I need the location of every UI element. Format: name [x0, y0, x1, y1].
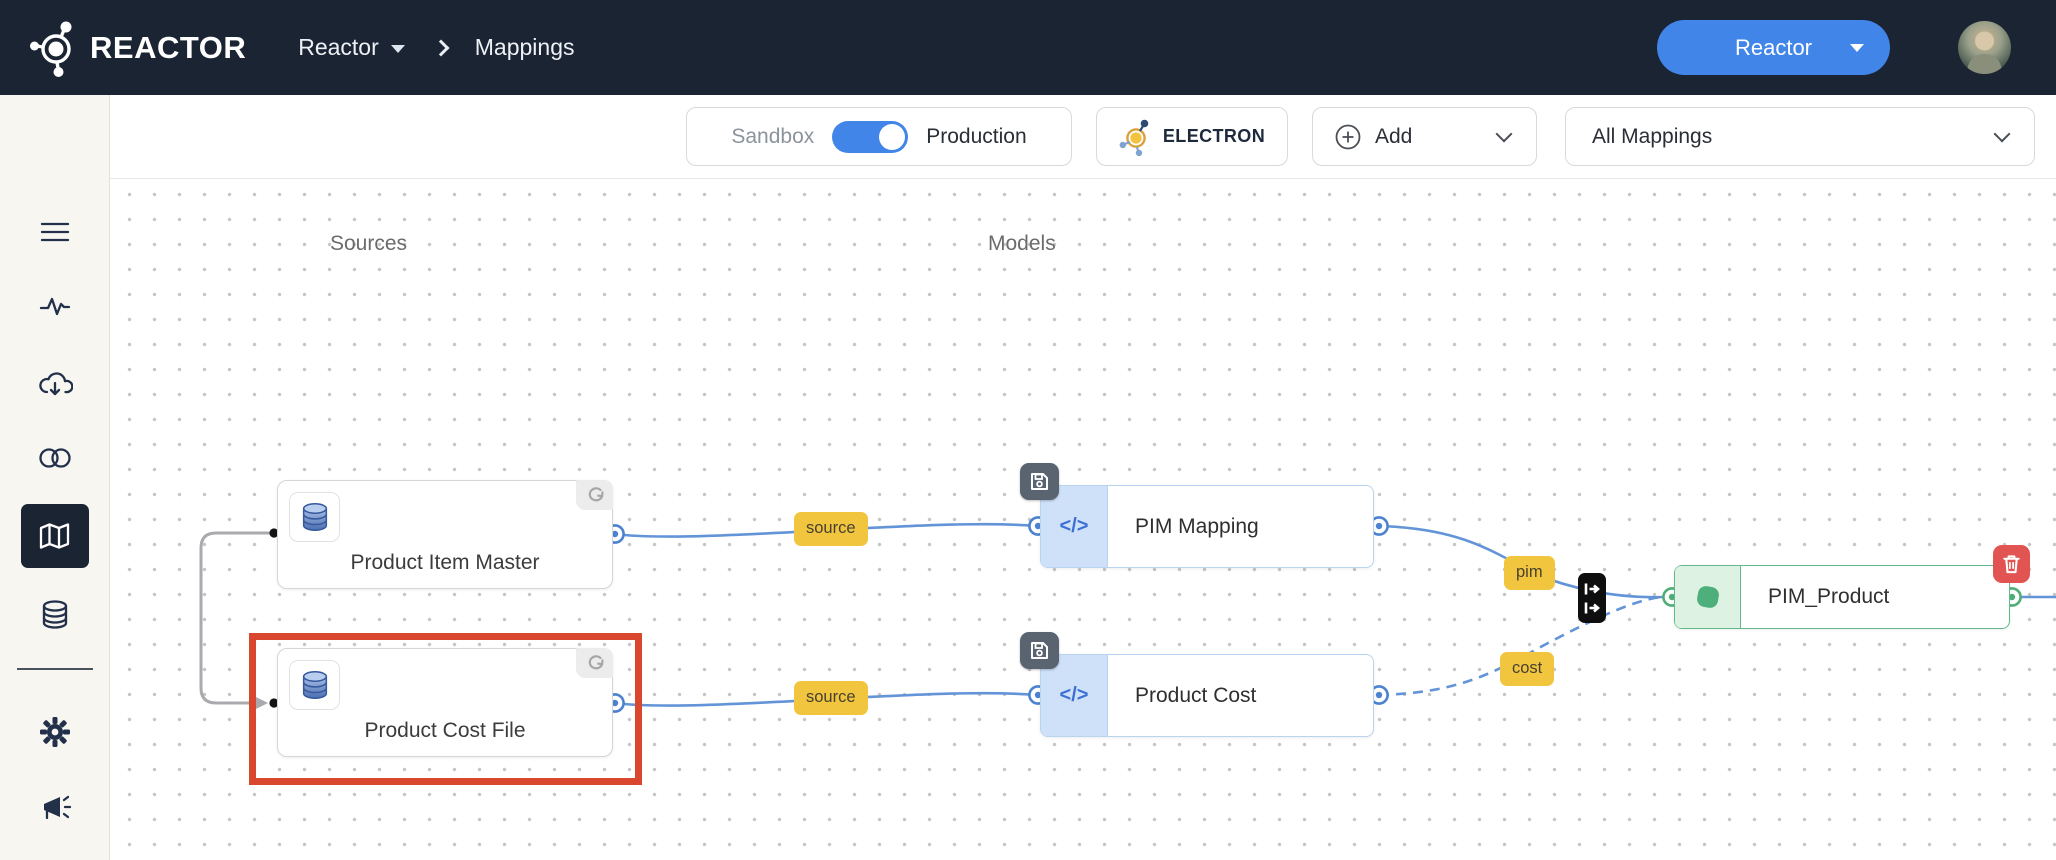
settings-gear-icon: [40, 717, 70, 747]
refresh-icon: [588, 655, 604, 670]
toggle-knob: [879, 123, 906, 150]
environment-caret-icon: [1850, 44, 1864, 52]
sidebar-item-announcements[interactable]: [0, 780, 110, 836]
model-icon-cell: [1675, 566, 1741, 628]
node-label: PIM Mapping: [1135, 514, 1259, 538]
database-source-icon: [302, 671, 327, 699]
electron-label: ELECTRON: [1162, 126, 1266, 146]
database-icon: [42, 600, 68, 629]
refresh-icon: [588, 487, 604, 502]
breadcrumb-caret-icon[interactable]: [390, 45, 405, 53]
highlight-annotation-box: [249, 633, 642, 785]
environment-button[interactable]: Reactor: [1657, 20, 1890, 75]
sidebar-divider: [17, 668, 93, 670]
breadcrumb-root[interactable]: Reactor: [298, 34, 379, 60]
cloud-download-icon: [39, 372, 73, 396]
links-icon: [39, 448, 71, 468]
electron-connector-button[interactable]: ELECTRON: [1096, 107, 1288, 166]
node-label: Product Cost: [1135, 683, 1257, 707]
reactor-logo-icon: [30, 21, 72, 77]
save-floppy-icon: [1031, 642, 1048, 659]
sidebar-item-settings[interactable]: [0, 704, 110, 760]
brand-logo[interactable]: REACTOR: [30, 19, 246, 77]
sidebar-item-cloud-download[interactable]: [0, 356, 110, 412]
save-mapping-button[interactable]: [1020, 632, 1059, 669]
edge-badge-cost: cost: [1500, 652, 1555, 686]
source-icon-box: [289, 660, 340, 710]
refresh-button[interactable]: [576, 480, 613, 510]
mappings-filter-value: All Mappings: [1592, 124, 1713, 148]
sidebar-item-database[interactable]: [0, 587, 110, 643]
node-label: Product Cost File: [364, 719, 526, 742]
input-arrow-icon: [1584, 583, 1600, 594]
input-arrow-icon: [1584, 602, 1600, 613]
add-button[interactable]: Add: [1312, 107, 1537, 166]
breadcrumb-current[interactable]: Mappings: [474, 34, 575, 60]
trash-icon: [2003, 555, 2020, 574]
node-pim-mapping[interactable]: </> PIM Mapping: [1040, 485, 1374, 568]
model-blob-icon: [1696, 586, 1719, 608]
sidebar-item-managed-services[interactable]: [0, 852, 110, 860]
add-button-label: Add: [1375, 124, 1413, 148]
activity-icon: [39, 297, 71, 316]
electron-logo-icon: [1119, 119, 1149, 156]
environment-toggle-group: Sandbox Production: [686, 107, 1072, 166]
sidebar-item-activity[interactable]: [0, 279, 110, 335]
filter-chevron-icon: [1993, 125, 2011, 143]
add-plus-icon: [1335, 124, 1361, 149]
sources-section-label: Sources: [330, 232, 408, 255]
sidebar-active-highlight: [21, 504, 89, 568]
models-section-label: Models: [988, 232, 1056, 255]
sidebar-item-links[interactable]: [0, 430, 110, 486]
edge-badge-pim: pim: [1504, 556, 1555, 590]
sidebar-item-menu[interactable]: [0, 204, 110, 260]
environment-toggle[interactable]: [832, 120, 909, 153]
sidebar: [0, 95, 110, 860]
map-icon: [39, 523, 70, 549]
menu-icon: [40, 222, 70, 242]
node-product-cost-file[interactable]: Product Cost File: [277, 648, 613, 757]
edge-badge-source: source: [794, 681, 868, 715]
edge-badge-source: source: [794, 512, 868, 546]
mappings-filter-dropdown[interactable]: All Mappings: [1565, 107, 2035, 166]
environment-button-label: Reactor: [1734, 34, 1813, 60]
save-floppy-icon: [1031, 473, 1048, 490]
brand-name: REACTOR: [90, 29, 247, 65]
save-mapping-button[interactable]: [1020, 463, 1059, 500]
sidebar-item-mappings[interactable]: [0, 508, 110, 564]
source-icon-box: [289, 492, 340, 542]
node-product-cost[interactable]: </> Product Cost: [1040, 654, 1374, 737]
breadcrumb: Reactor Mappings: [298, 34, 574, 61]
topbar-right: Reactor: [1657, 0, 2056, 95]
node-product-item-master[interactable]: Product Item Master: [277, 480, 613, 589]
delete-model-button[interactable]: [1993, 545, 2030, 583]
node-label: PIM_Product: [1768, 585, 1890, 608]
avatar-silhouette: [1967, 31, 2002, 74]
add-chevron-icon: [1495, 125, 1513, 143]
megaphone-icon: [44, 795, 72, 820]
production-label: Production: [926, 124, 1027, 148]
breadcrumb-chevron-icon: [432, 39, 450, 56]
node-pim-product[interactable]: PIM_Product: [1674, 565, 2010, 629]
user-avatar[interactable]: [1958, 21, 2011, 74]
database-source-icon: [302, 503, 327, 531]
node-label: Product Item Master: [350, 551, 540, 574]
sandbox-label: Sandbox: [731, 124, 815, 148]
topbar: REACTOR Reactor Mappings Reactor: [0, 0, 2056, 95]
merge-inputs-chip[interactable]: [1578, 573, 1606, 623]
refresh-button[interactable]: [576, 648, 613, 678]
